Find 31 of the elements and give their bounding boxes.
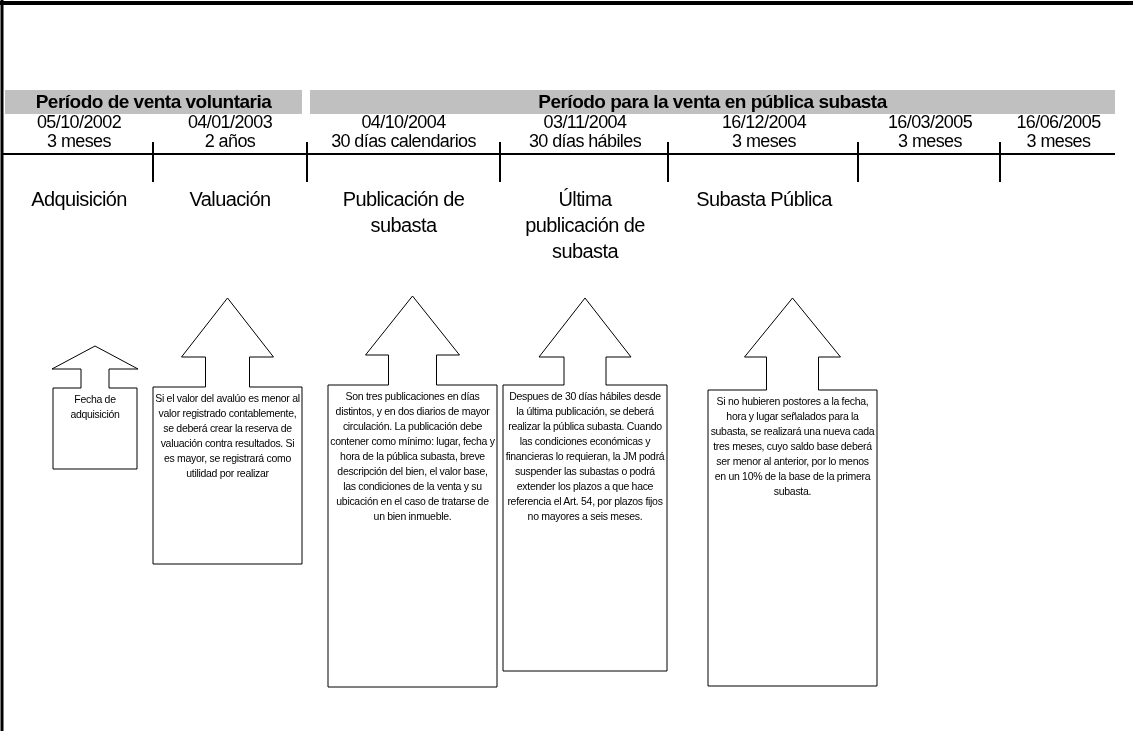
arrow-callout bbox=[707, 297, 878, 687]
callout-text: Despues de 30 días hábiles desde la última publicación, se deberá realizar la pública subasta. Cuando las condiciones económicas y financieras lo requieran, la JM podrá suspender las subastas o podrá extender los plazos a que hace referencia el Art. 54, por plazos fijos no mayores a seis meses. bbox=[505, 389, 665, 524]
duration-label: 3 meses bbox=[897, 131, 963, 151]
arrow-callout bbox=[152, 297, 303, 565]
phase-label: Adquisición bbox=[30, 187, 128, 212]
phase-label: Valuación bbox=[188, 187, 272, 212]
duration-label: 3 meses bbox=[46, 131, 112, 151]
phase-label: Subasta Pública bbox=[695, 187, 834, 212]
callout-text: Si el valor del avalúo es menor al valor registrado contablemente, se deberá crear la reserva de valuación contra resultados. Si es mayor, se registrará como utilidad por realizar bbox=[155, 391, 300, 481]
arrow-callout bbox=[327, 295, 498, 688]
date-label: 16/06/2005 bbox=[1015, 112, 1102, 132]
date-label: 16/12/2004 bbox=[720, 112, 808, 132]
duration-label: 3 meses bbox=[731, 131, 797, 151]
arrow-callout bbox=[502, 297, 668, 672]
duration-label: 2 años bbox=[203, 131, 257, 151]
period-band: Período de venta voluntaria bbox=[5, 90, 302, 114]
date-label: 05/10/2002 bbox=[35, 112, 123, 132]
phase-label: Publicación de subasta bbox=[341, 187, 466, 238]
period-band: Período para la venta en pública subasta bbox=[310, 90, 1115, 114]
callout-text: Son tres publicaciones en días distintos, y en dos diarios de mayor circulación. La publicación debe contener como mínimo: lugar, fecha y hora de la pública subasta, breve descripción del bien, el valor base, las condiciones de la venta y su ubicación en el caso de tratarse de un bien inmueble. bbox=[330, 389, 495, 524]
date-label: 04/01/2003 bbox=[186, 112, 274, 132]
duration-label: 30 días hábiles bbox=[527, 131, 643, 151]
date-label: 03/11/2004 bbox=[542, 112, 628, 132]
duration-label: 3 meses bbox=[1025, 131, 1092, 151]
phase-label: Última publicación de subasta bbox=[524, 187, 646, 264]
duration-label: 30 días calendarios bbox=[330, 131, 477, 151]
date-label: 16/03/2005 bbox=[886, 112, 974, 132]
callout-text: Si no hubieren postores a la fecha, hora y lugar señalados para la subasta, se realizará una nueva cada tres meses, cuyo saldo base deberá ser menor al anterior, por lo menos en un 10% de la base de la primera subasta. bbox=[710, 394, 875, 499]
date-label: 04/10/2004 bbox=[360, 112, 447, 132]
arrow-callout bbox=[52, 345, 138, 470]
callout-text: Fecha de adquisición bbox=[69, 392, 121, 422]
